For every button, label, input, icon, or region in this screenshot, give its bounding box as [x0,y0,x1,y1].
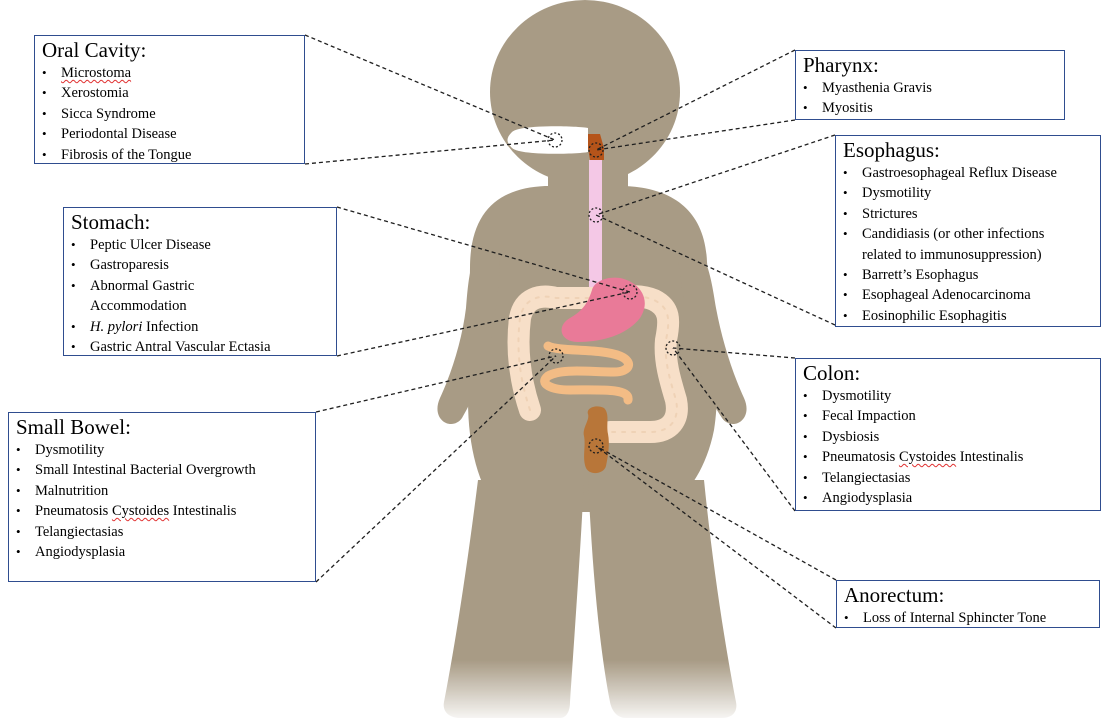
list-item-text: Cystoides [112,503,169,519]
list-item: Gastric Antral Vascular Ectasia [71,337,328,357]
list-item-text: Intestinalis [956,449,1023,465]
colon-list: Dysmotility Fecal Impaction Dysbiosis Pn… [803,386,1092,508]
small-bowel-list: Dysmotility Small Intestinal Bacterial O… [16,440,307,562]
list-item: Telangiectasias [16,522,307,542]
list-item: Myasthenia Gravis [803,78,1056,98]
list-item: Malnutrition [16,481,307,501]
list-item: Dysmotility [803,386,1092,406]
list-item-text: Accommodation [90,298,187,314]
oral-cavity-list: Microstoma Xerostomia Sicca Syndrome Per… [42,63,296,165]
colon-box: Colon: Dysmotility Fecal Impaction Dysbi… [795,358,1101,511]
list-item-text: Infection [142,319,198,335]
list-item: Microstoma [42,63,296,83]
list-item: Sicca Syndrome [42,104,296,124]
list-item: Telangiectasias [803,468,1092,488]
esophagus-list: Gastroesophageal Reflux Disease Dysmotil… [843,163,1092,326]
anorectum-box: Anorectum: Loss of Internal Sphincter To… [836,580,1100,628]
list-item: Dysmotility [843,183,1092,203]
list-item: Dysmotility [16,440,307,460]
stomach-title: Stomach: [71,210,328,234]
list-item-text: H. pylori [90,319,142,335]
pharynx-title: Pharynx: [803,53,1056,77]
colon-title: Colon: [803,361,1092,385]
list-item-text: Candidiasis (or other infections [862,226,1044,242]
small-bowel-box: Small Bowel: Dysmotility Small Intestina… [8,412,316,582]
list-item-text: Abnormal Gastric [90,278,194,294]
list-item: Myositis [803,98,1056,118]
list-item: Dysbiosis [803,427,1092,447]
list-item-text: Pneumatosis [35,503,112,519]
list-item: Gastroesophageal Reflux Disease [843,163,1092,183]
esophagus-title: Esophagus: [843,138,1092,162]
list-item: Angiodysplasia [803,488,1092,508]
oral-cavity-title: Oral Cavity: [42,38,296,62]
body-silhouette [437,0,746,718]
list-item-text: Microstoma [61,65,131,81]
list-item-text: related to immunosuppression) [862,247,1042,263]
list-item: Barrett’s Esophagus [843,265,1092,285]
list-item: Fibrosis of the Tongue [42,145,296,165]
list-item: Periodontal Disease [42,124,296,144]
list-item-text: Pneumatosis [822,449,899,465]
list-item: Loss of Internal Sphincter Tone [844,608,1091,628]
list-item: Fecal Impaction [803,406,1092,426]
list-item: Strictures [843,204,1092,224]
list-item: Xerostomia [42,83,296,103]
list-item: Esophageal Adenocarcinoma [843,285,1092,305]
stomach-box: Stomach: Peptic Ulcer Disease Gastropare… [63,207,337,356]
stomach-list: Peptic Ulcer Disease Gastroparesis Abnor… [71,235,328,357]
oral-cavity-box: Oral Cavity: Microstoma Xerostomia Sicca… [34,35,305,164]
list-item: Pneumatosis Cystoides Intestinalis [16,501,307,521]
esophagus-box: Esophagus: Gastroesophageal Reflux Disea… [835,135,1101,327]
anorectum-title: Anorectum: [844,583,1091,607]
pharynx-box: Pharynx: Myasthenia Gravis Myositis [795,50,1065,120]
anorectum-list: Loss of Internal Sphincter Tone [844,608,1091,628]
list-item: Gastroparesis [71,255,328,275]
small-bowel-title: Small Bowel: [16,415,307,439]
list-item: Candidiasis (or other infections related … [843,224,1092,265]
list-item-text: Cystoides [899,449,956,465]
list-item: Angiodysplasia [16,542,307,562]
list-item: Small Intestinal Bacterial Overgrowth [16,460,307,480]
list-item: Eosinophilic Esophagitis [843,306,1092,326]
pharynx-list: Myasthenia Gravis Myositis [803,78,1056,119]
list-item-text: Intestinalis [169,503,236,519]
list-item: H. pylori Infection [71,317,328,337]
list-item: Pneumatosis Cystoides Intestinalis [803,447,1092,467]
head [490,0,680,184]
bottom-fade [380,660,780,718]
list-item: Peptic Ulcer Disease [71,235,328,255]
